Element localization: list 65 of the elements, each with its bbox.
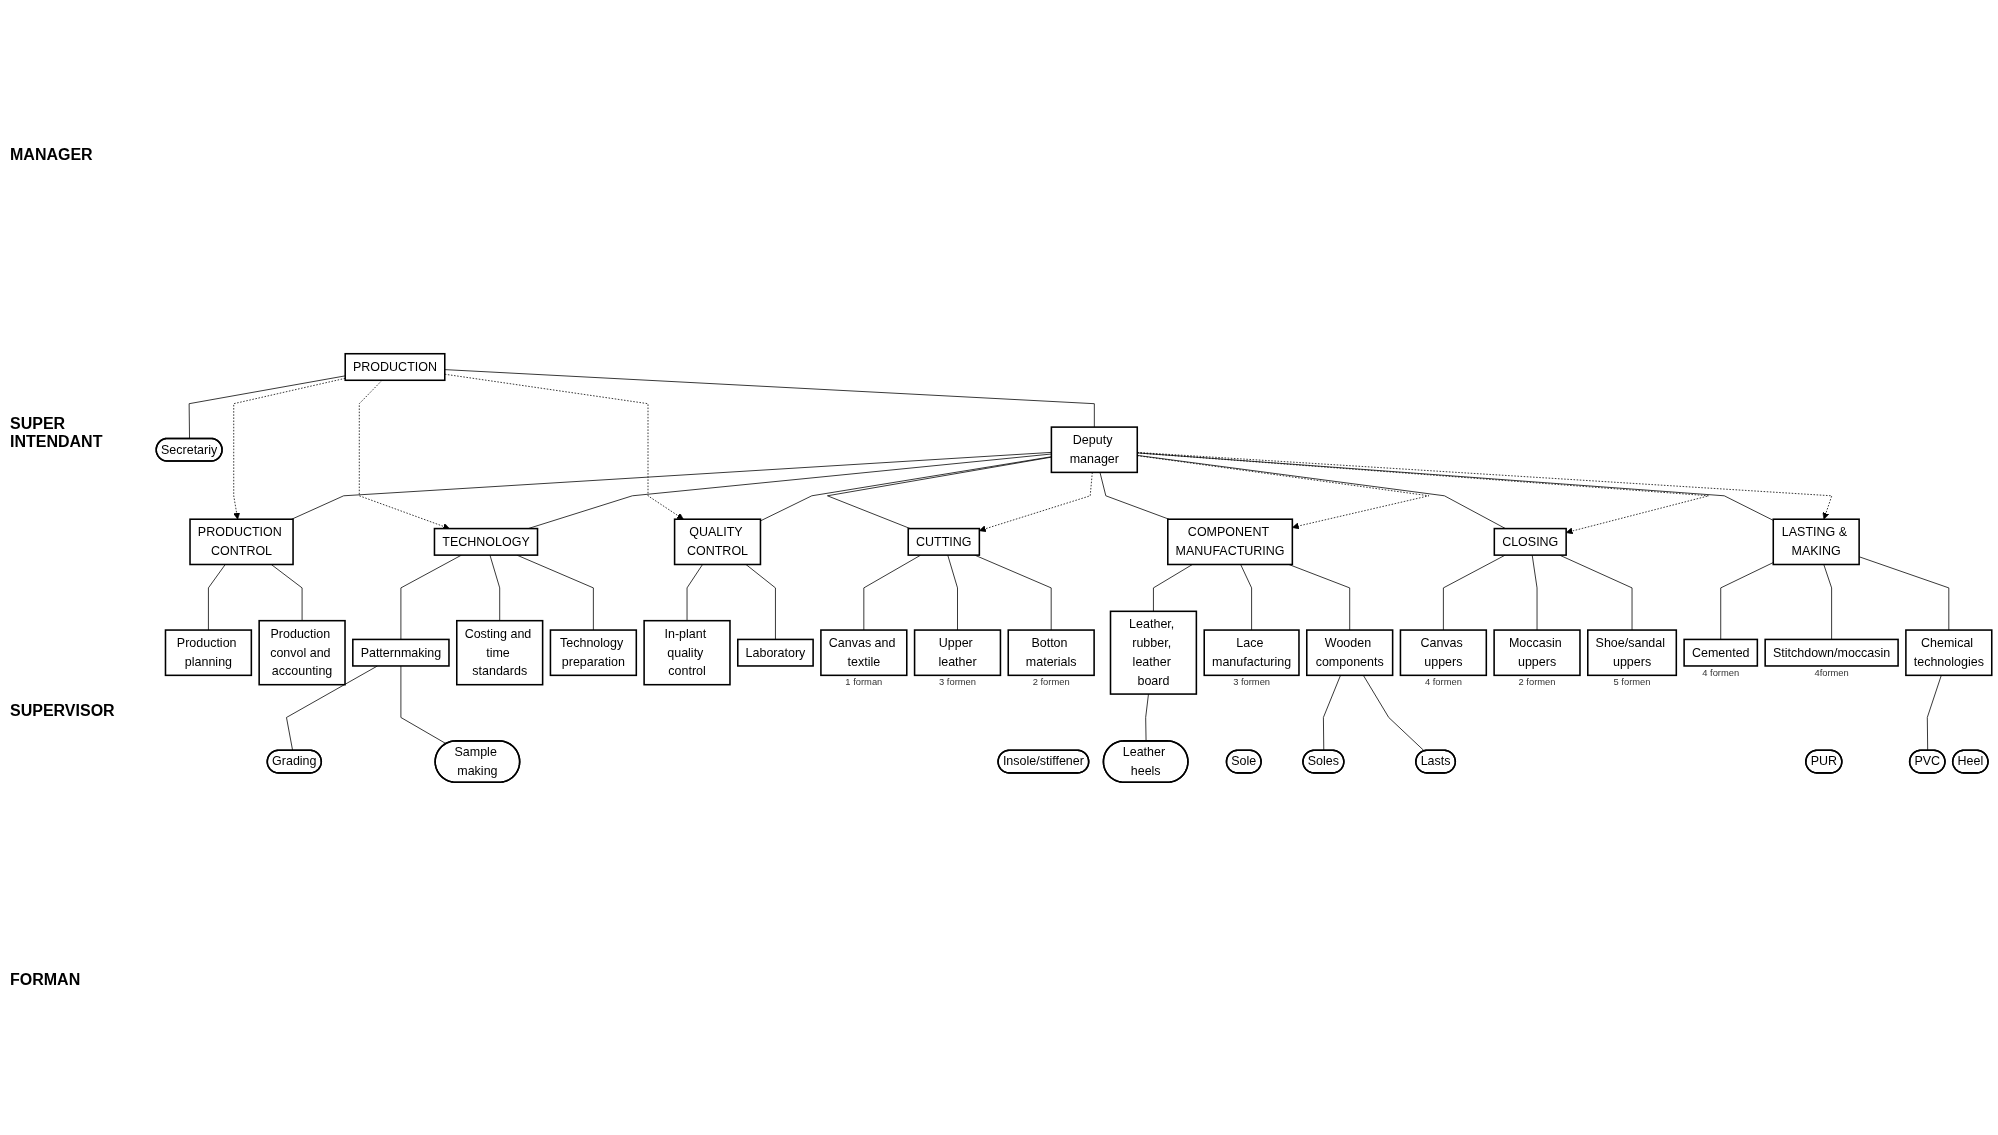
- connector: [974, 554, 1052, 630]
- connector: [745, 563, 776, 640]
- node-box: Canvas and textile: [820, 628, 908, 676]
- foreman-count: 5 formen: [1613, 677, 1651, 687]
- foreman-count: 3 formen: [1233, 677, 1271, 687]
- node-box: Shoe/sandal uppers: [1587, 628, 1678, 676]
- foreman-count: 4formen: [1814, 667, 1849, 678]
- connector: [444, 368, 1095, 427]
- connector: [286, 665, 378, 751]
- node-box: QUALITY CONTROL: [673, 517, 762, 565]
- foreman-count: 1 forman: [845, 677, 883, 687]
- foreman-count: 4 formen: [1424, 677, 1462, 687]
- connector: [947, 554, 958, 630]
- connector: [516, 554, 594, 630]
- node-box: Costing and time standards: [456, 619, 544, 685]
- node-box: CUTTING: [907, 527, 981, 556]
- foreman-count: 2 formen: [1518, 677, 1556, 687]
- connector: [1153, 563, 1193, 612]
- connector: [1559, 554, 1633, 630]
- connector: [1099, 471, 1170, 520]
- node-box: Production planning: [164, 628, 253, 676]
- node-box: Chemical technologies: [1905, 628, 1993, 676]
- node-box: COMPONENT MANUFACTURING: [1167, 517, 1294, 565]
- connector: [1323, 674, 1341, 751]
- connector: [188, 375, 346, 439]
- node-box: Wooden components: [1306, 628, 1394, 676]
- connector: [1145, 693, 1149, 742]
- level-label: SUPER INTENDANT: [10, 414, 104, 451]
- node-box: Stitchdown/moccasin: [1764, 638, 1899, 667]
- foreman-count: 4 formen: [1702, 667, 1740, 678]
- level-label: FORMAN: [10, 971, 82, 990]
- connector: [270, 563, 303, 621]
- node-box: PRODUCTION: [344, 352, 446, 381]
- foreman-count: 3 formen: [939, 677, 976, 687]
- connector: [1362, 674, 1425, 751]
- node-box: Botton materials: [1007, 628, 1095, 676]
- node-box: LASTING & MAKING: [1772, 517, 1860, 565]
- node-box: Lace manufacturing: [1203, 628, 1300, 676]
- connector: [1531, 554, 1538, 630]
- node-box: Patternmaking: [352, 638, 450, 667]
- connector: [827, 456, 1052, 529]
- node-box: CLOSING: [1493, 527, 1567, 556]
- node-box: Cemented: [1683, 638, 1759, 667]
- node-box: Leather, rubber, leather board: [1109, 610, 1198, 695]
- node-box: Canvas uppers: [1399, 628, 1488, 676]
- connector: [208, 563, 226, 630]
- node-box: Technology preparation: [549, 628, 638, 676]
- connector: [1240, 563, 1252, 630]
- foreman-count: 2 formen: [1032, 677, 1070, 687]
- connector: [686, 563, 703, 621]
- node-box: Laboratory: [737, 638, 814, 667]
- level-label: MANAGER: [10, 145, 94, 164]
- connector: [489, 554, 501, 621]
- connector: [1926, 674, 1942, 751]
- connector: [291, 451, 1052, 520]
- node-box: TECHNOLOGY: [433, 527, 539, 556]
- connector: [760, 455, 1052, 521]
- node-box: Moccasin uppers: [1493, 628, 1581, 676]
- level-label: SUPERVISOR: [10, 702, 116, 721]
- node-box: Upper leather: [913, 628, 1002, 676]
- node-box: Deputy manager: [1050, 425, 1139, 473]
- node-box: PRODUCTION CONTROL: [189, 517, 294, 565]
- node-box: In-plant quality control: [643, 619, 731, 685]
- node-box: Production convol and accounting: [258, 619, 346, 685]
- connector: [1823, 563, 1832, 640]
